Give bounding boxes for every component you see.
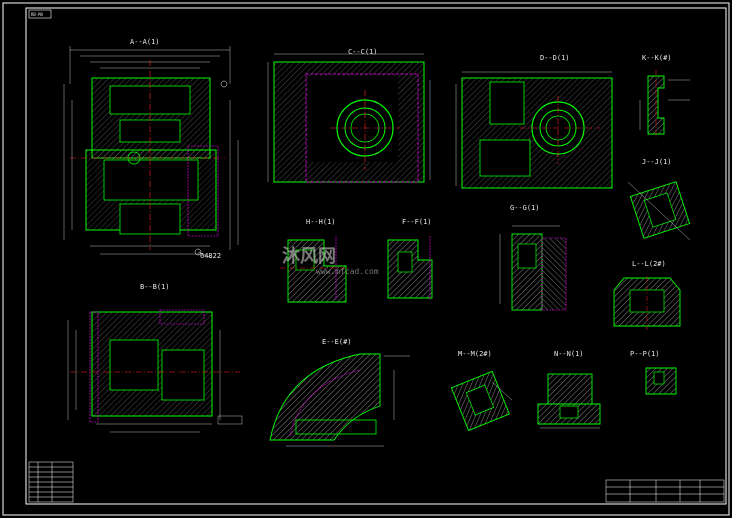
view-e-section: E--E(#)	[269, 338, 410, 447]
view-c-label: C--C(1)	[348, 48, 378, 56]
view-h-section: H--H(1)	[280, 218, 350, 303]
view-l-section: L--L(2#)	[613, 260, 681, 330]
watermark-brand: 沐风网	[282, 245, 336, 267]
view-a-label: A--A(1)	[130, 38, 160, 46]
view-m-section: M--M(2#)	[450, 350, 513, 432]
view-a-section: A--A(1) 64822	[63, 38, 239, 260]
view-b-section: B--B(1)	[67, 283, 243, 433]
view-b-label: B--B(1)	[140, 283, 170, 291]
view-f-section: F--F(1)	[387, 218, 433, 300]
view-m-label: M--M(2#)	[458, 350, 492, 358]
revision-table	[28, 461, 74, 503]
title-block	[605, 479, 725, 503]
view-g-section: G--G(1)	[499, 204, 567, 311]
view-c-section: C--C(1)	[267, 48, 431, 183]
watermark-url: www.mfcad.com	[316, 267, 379, 276]
view-j-label: J--J(1)	[642, 158, 672, 166]
view-e-label: E--E(#)	[322, 338, 352, 346]
view-g-label: G--G(1)	[510, 204, 540, 212]
view-d-section: D--D(1)	[455, 54, 613, 189]
view-d-label: D--D(1)	[540, 54, 570, 62]
corner-tag: RB-MA	[28, 9, 52, 19]
view-l-label: L--L(2#)	[632, 260, 666, 268]
view-n-section: N--N(1)	[537, 350, 601, 429]
inner-border	[25, 7, 727, 505]
corner-tag-text: RB-MA	[31, 12, 44, 17]
view-k-section: K--K(#)	[639, 54, 690, 140]
stamp-code: 64822	[200, 252, 221, 260]
view-p-label: P--P(1)	[630, 350, 660, 358]
view-p-section: P--P(1)	[630, 350, 677, 395]
view-h-label: H--H(1)	[306, 218, 336, 226]
view-j-section: J--J(1)	[627, 158, 691, 241]
watermark: 沐风网 www.mfcad.com	[282, 245, 379, 276]
view-f-label: F--F(1)	[402, 218, 432, 226]
view-n-label: N--N(1)	[554, 350, 584, 358]
view-k-label: K--K(#)	[642, 54, 672, 62]
